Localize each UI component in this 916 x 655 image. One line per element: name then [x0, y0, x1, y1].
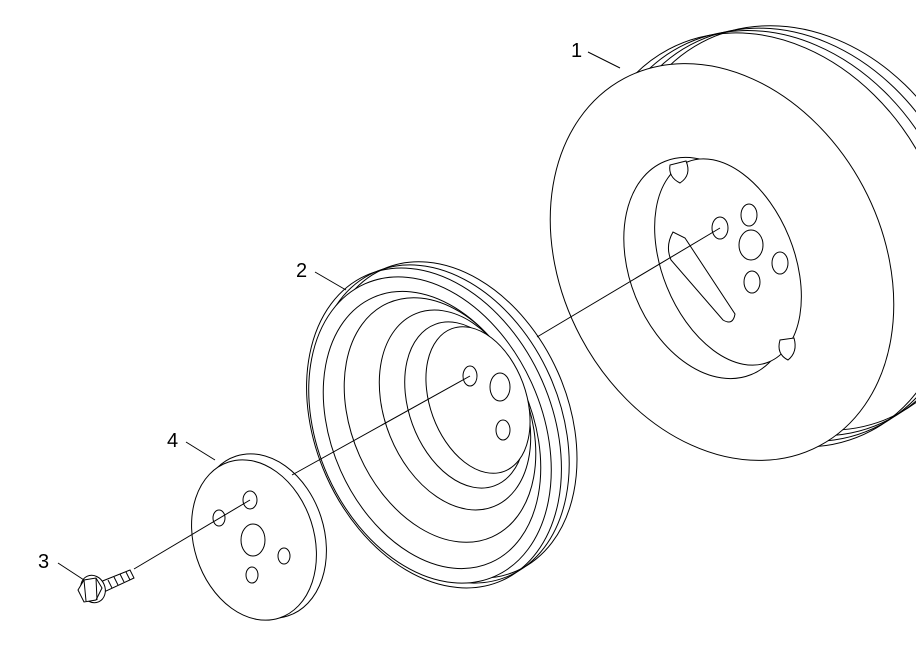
callout-4-label: 4 — [167, 430, 178, 452]
callout-leaders — [57, 51, 621, 581]
washer-plate-icon — [191, 453, 327, 621]
crankshaft-pulley-icon — [306, 261, 578, 589]
callout-2-label: 2 — [296, 260, 307, 282]
assembly-axis-line — [133, 227, 721, 570]
callout-3-label: 3 — [38, 551, 49, 573]
damper-pulley-icon — [549, 25, 916, 461]
callout-1-label: 1 — [571, 40, 582, 62]
bolt-icon — [77, 569, 135, 604]
